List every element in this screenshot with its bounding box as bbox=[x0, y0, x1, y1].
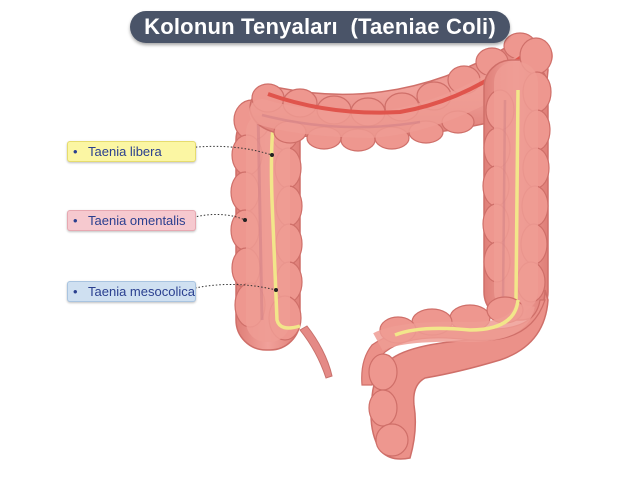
descending-colon bbox=[482, 37, 553, 321]
diagram-title: Kolonun Tenyaları (Taeniae Coli) bbox=[144, 14, 496, 39]
label-taenia-libera: • Taenia libera bbox=[67, 141, 196, 162]
label-taenia-omentalis: • Taenia omentalis bbox=[67, 210, 196, 231]
bullet-icon: • bbox=[73, 284, 78, 299]
sigmoid-rectum bbox=[361, 289, 549, 460]
appendix bbox=[299, 325, 333, 379]
label-taenia-mesocolica: • Taenia mesocolica bbox=[67, 281, 196, 302]
label-text: Taenia libera bbox=[88, 144, 162, 159]
leader-points bbox=[243, 153, 278, 292]
title-banner: Kolonun Tenyaları (Taeniae Coli) bbox=[130, 11, 510, 43]
bullet-icon: • bbox=[73, 213, 78, 228]
label-text: Taenia omentalis bbox=[88, 213, 186, 228]
label-text: Taenia mesocolica bbox=[88, 284, 195, 299]
bullet-icon: • bbox=[73, 144, 78, 159]
